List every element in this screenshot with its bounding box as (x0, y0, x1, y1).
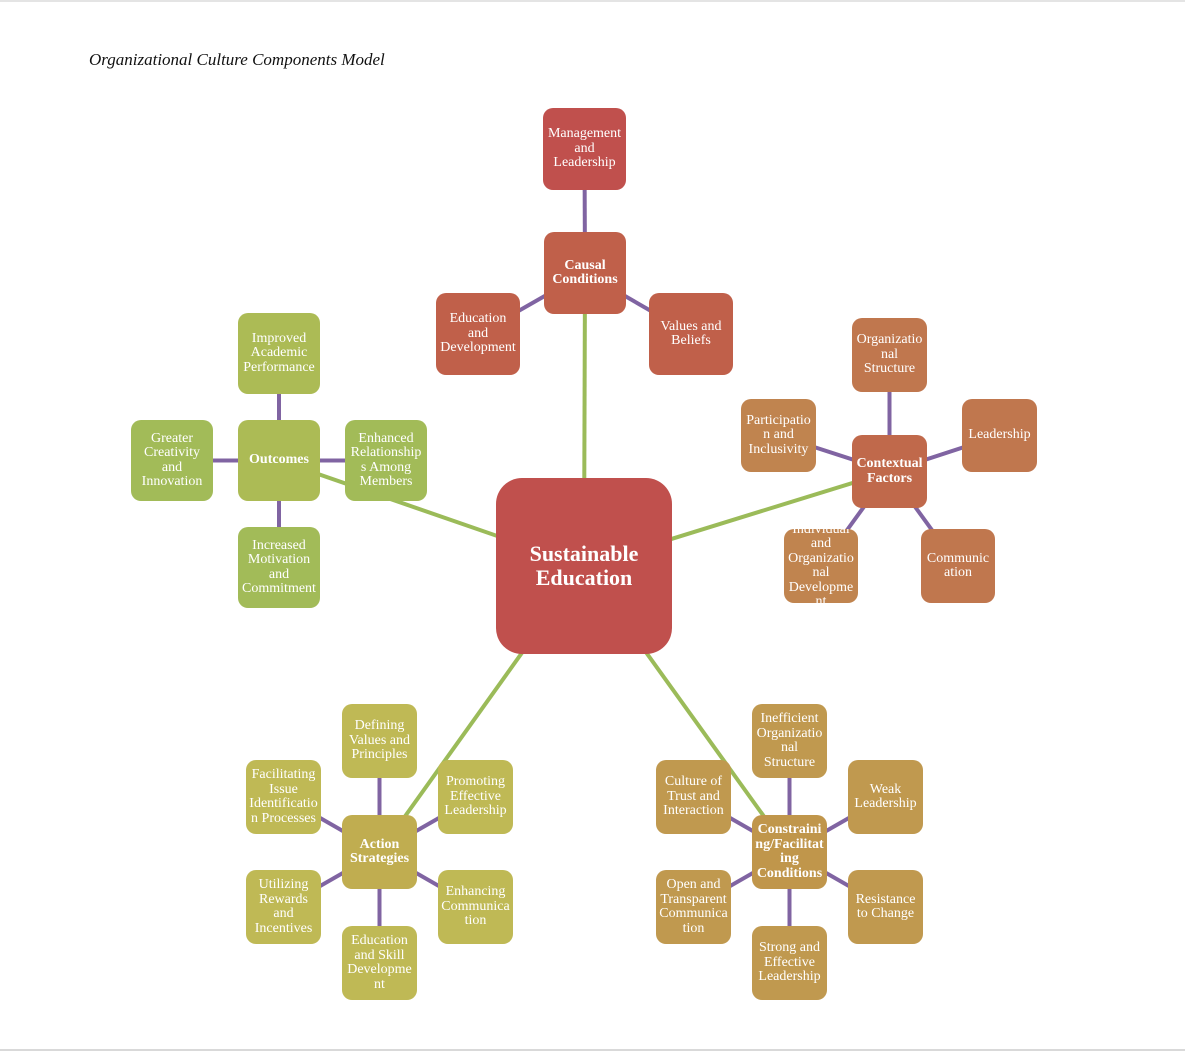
constraining-child-node: Weak Leadership (848, 760, 923, 834)
contextual-child-node: Participation and Inclusivity (741, 399, 816, 472)
constraining-child-node: Culture of Trust and Interaction (656, 760, 731, 834)
contextual-child-node: Communication (921, 529, 995, 603)
constraining-child-node: Inefficient Organizational Structure (752, 704, 827, 778)
causal-child-node: Management and Leadership (543, 108, 626, 190)
contextual-child-node: Organizational Structure (852, 318, 927, 392)
constraining-child-node: Resistance to Change (848, 870, 923, 944)
action-child-node: Facilitating Issue Identification Proces… (246, 760, 321, 834)
constraining-child-node: Strong and Effective Leadership (752, 926, 827, 1000)
bottom-border (0, 1049, 1185, 1051)
causal-child-node: Values and Beliefs (649, 293, 733, 375)
outcomes-node: Outcomes (238, 420, 320, 501)
causal-conditions-node: Causal Conditions (544, 232, 626, 314)
contextual-child-node: Leadership (962, 399, 1037, 472)
action-child-node: Promoting Effective Leadership (438, 760, 513, 834)
contextual-factors-node: Contextual Factors (852, 435, 927, 508)
diagram-title: Organizational Culture Components Model (89, 50, 385, 69)
action-child-node: Defining Values and Principles (342, 704, 417, 778)
action-child-node: Utilizing Rewards and Incentives (246, 870, 321, 944)
outcomes-child-node: Increased Motivation and Commitment (238, 527, 320, 608)
constraining-conditions-node: Constraining/Facilitating Conditions (752, 815, 827, 889)
constraining-child-node: Open and Transparent Communication (656, 870, 731, 944)
action-strategies-node: Action Strategies (342, 815, 417, 889)
causal-child-node: Education and Development (436, 293, 520, 375)
contextual-child-node: Individual and Organizational Developmen… (784, 529, 858, 603)
action-child-node: Enhancing Communication (438, 870, 513, 944)
outcomes-child-node: Enhanced Relationships Among Members (345, 420, 427, 501)
hub-node: Sustainable Education (496, 478, 672, 654)
action-child-node: Education and Skill Development (342, 926, 417, 1000)
top-border (0, 0, 1185, 2)
outcomes-child-node: Improved Academic Performance (238, 313, 320, 394)
outcomes-child-node: Greater Creativity and Innovation (131, 420, 213, 501)
